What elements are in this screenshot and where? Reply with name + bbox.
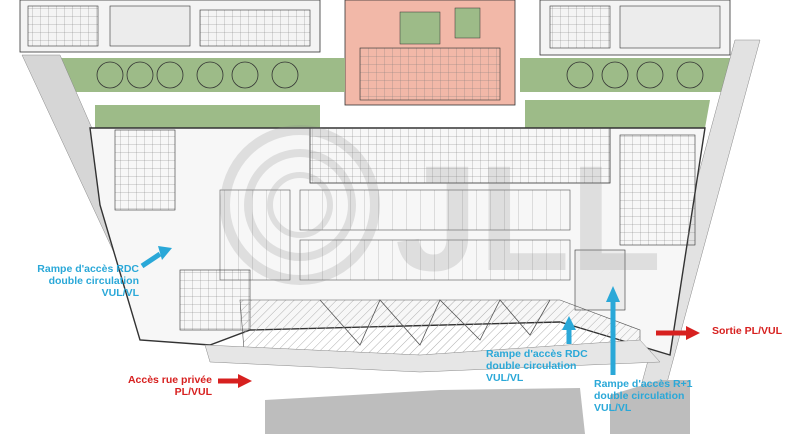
label-ramp-rdc-left: Rampe d'accès RDC double circulation VUL… — [37, 263, 139, 299]
label-access-private: Accès rue privée PL/VUL — [127, 374, 212, 398]
green-spaces — [40, 58, 740, 128]
road — [204, 339, 690, 434]
jll-watermark: JLL — [220, 125, 662, 302]
watermark-text: JLL — [395, 134, 662, 302]
annotation-arrows — [140, 246, 700, 388]
parking-level — [89, 127, 706, 356]
courtyard-garden — [399, 11, 441, 45]
label-ramp-rdc-center: Rampe d'accès RDC double circulation VUL… — [486, 348, 588, 384]
label-exit: Sortie PL/VUL — [712, 325, 783, 337]
top-buildings — [19, 0, 731, 106]
label-ramp-r1: Rampe d'accès R+1 double circulation VUL… — [594, 378, 693, 414]
